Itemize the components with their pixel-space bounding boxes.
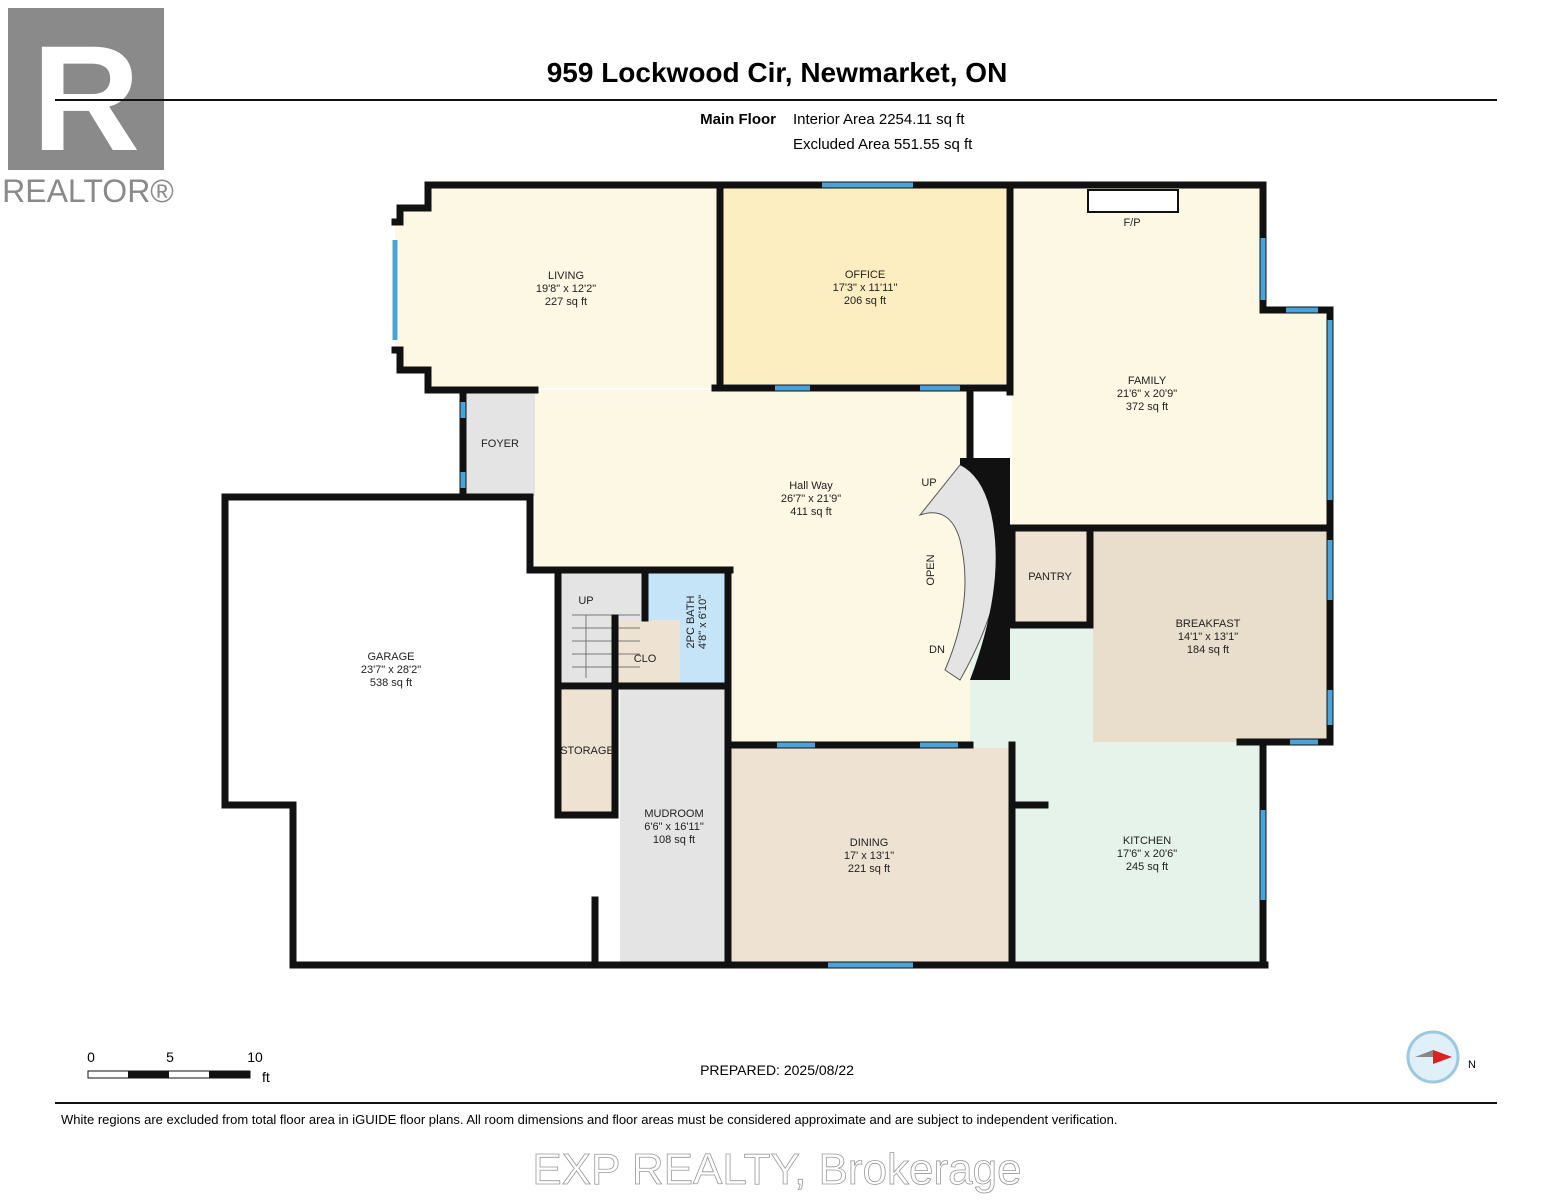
scale-bar: 0 5 10 ft [87, 1049, 270, 1085]
svg-text:245 sq ft: 245 sq ft [1126, 861, 1168, 873]
room-family [1012, 188, 1330, 528]
windows [392, 182, 1333, 968]
room-pantry [1013, 530, 1090, 625]
svg-text:ft: ft [262, 1069, 270, 1085]
svg-text:23'7" x 28'2": 23'7" x 28'2" [361, 664, 421, 676]
label-clo: CLO [634, 653, 657, 665]
room-mudroom [620, 688, 728, 965]
svg-text:206 sq ft: 206 sq ft [844, 295, 886, 307]
svg-text:17'6" x 20'6": 17'6" x 20'6" [1117, 848, 1177, 860]
svg-text:DINING: DINING [850, 837, 889, 849]
svg-text:4'8" x 6'10": 4'8" x 6'10" [697, 595, 709, 649]
room-foyer [465, 392, 535, 496]
svg-text:GARAGE: GARAGE [367, 651, 414, 663]
svg-text:108 sq ft: 108 sq ft [653, 834, 695, 846]
stair-up-label: UP [921, 477, 936, 489]
svg-text:REALTOR®: REALTOR® [2, 173, 174, 209]
label-pantry: PANTRY [1028, 571, 1072, 583]
svg-text:227 sq ft: 227 sq ft [545, 296, 587, 308]
fireplace [1087, 189, 1179, 213]
svg-text:LIVING: LIVING [548, 270, 584, 282]
svg-text:221 sq ft: 221 sq ft [848, 863, 890, 875]
fireplace-label: F/P [1123, 217, 1140, 229]
svg-text:26'7" x 21'9": 26'7" x 21'9" [781, 493, 841, 505]
stair-steps [572, 614, 640, 678]
svg-text:KITCHEN: KITCHEN [1123, 835, 1171, 847]
watermark: EXP REALTY, Brokerage [532, 1145, 1021, 1194]
svg-text:17'3" x 11'11": 17'3" x 11'11" [833, 282, 898, 294]
svg-text:6'6" x 16'11": 6'6" x 16'11" [644, 821, 704, 833]
svg-text:19'8" x 12'2": 19'8" x 12'2" [536, 283, 596, 295]
room-storage [558, 690, 615, 813]
realtor-logo: R REALTOR® [2, 8, 174, 209]
walls [221, 181, 1334, 969]
svg-text:2PC BATH: 2PC BATH [685, 595, 697, 648]
stair-up-side-label: UP [578, 595, 593, 607]
svg-text:MUDROOM: MUDROOM [644, 808, 703, 820]
svg-text:N: N [1468, 1059, 1476, 1071]
room-kitchen [970, 628, 1260, 965]
svg-text:538 sq ft: 538 sq ft [370, 677, 412, 689]
stair-down-label: DN [929, 644, 945, 656]
room-garage [225, 497, 595, 965]
page-title: 959 Lockwood Cir, Newmarket, ON [547, 57, 1008, 88]
room-clo [618, 620, 680, 683]
room-office [722, 188, 1008, 384]
disclaimer: White regions are excluded from total fl… [61, 1112, 1117, 1127]
svg-text:OFFICE: OFFICE [845, 269, 885, 281]
floor-name: Main Floor [700, 111, 776, 128]
svg-text:184 sq ft: 184 sq ft [1187, 644, 1229, 656]
room-dining [730, 748, 1010, 965]
excluded-area: Excluded Area 551.55 sq ft [793, 136, 973, 153]
stair-core [960, 458, 1010, 680]
svg-text:Hall Way: Hall Way [789, 480, 833, 492]
label-foyer: FOYER [481, 438, 519, 450]
svg-text:21'6" x 20'9": 21'6" x 20'9" [1117, 388, 1177, 400]
svg-text:17' x 13'1": 17' x 13'1" [844, 850, 894, 862]
room-living [395, 188, 720, 388]
svg-text:10: 10 [247, 1049, 263, 1065]
svg-text:411 sq ft: 411 sq ft [790, 506, 831, 518]
svg-text:BREAKFAST: BREAKFAST [1176, 618, 1241, 630]
room-hallway [535, 390, 970, 745]
svg-text:FAMILY: FAMILY [1128, 375, 1167, 387]
label-storage: STORAGE [560, 745, 614, 757]
room-breakfast [1093, 530, 1330, 742]
svg-text:0: 0 [87, 1049, 95, 1065]
interior-area: Interior Area 2254.11 sq ft [793, 111, 965, 128]
open-label: OPEN [925, 554, 937, 585]
prepared-date: PREPARED: 2025/08/22 [700, 1062, 854, 1078]
svg-text:14'1" x 13'1": 14'1" x 13'1" [1178, 631, 1238, 643]
svg-text:R: R [32, 14, 140, 182]
compass-icon: N [1406, 1030, 1476, 1084]
svg-text:5: 5 [166, 1049, 174, 1065]
svg-text:372 sq ft: 372 sq ft [1126, 401, 1168, 413]
